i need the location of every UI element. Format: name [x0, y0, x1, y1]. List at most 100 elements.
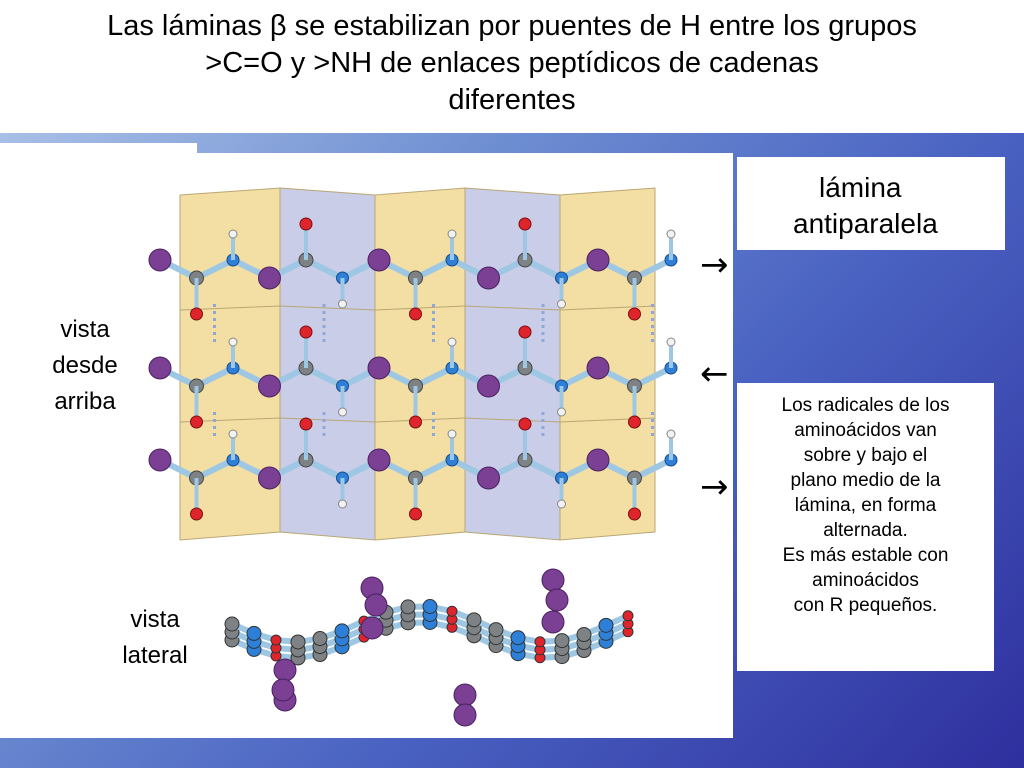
side-atom — [312, 631, 328, 647]
side-chain-atom — [453, 683, 477, 707]
side-chain-atom — [148, 248, 172, 272]
side-chain-atom — [477, 374, 500, 398]
note-line: alternada. — [823, 520, 908, 541]
side-atom — [224, 616, 240, 632]
pleat-divider — [279, 417, 376, 423]
side-chain-atom — [360, 616, 384, 640]
side-chain-atom — [258, 266, 281, 290]
peptide-strands — [148, 217, 678, 521]
oxygen-atom — [518, 417, 532, 431]
hydrogen-atom — [666, 337, 676, 347]
side-chain-atom — [148, 448, 172, 472]
note-line: aminoácidos van — [794, 420, 937, 441]
side-atom — [576, 627, 592, 643]
label-line: desde — [52, 352, 118, 379]
pleat-divider — [559, 305, 656, 311]
oxygen-atom — [190, 307, 203, 321]
slide-title: Las láminas β se estabilizan por puentes… — [0, 8, 1024, 119]
hydrogen-atom — [557, 299, 566, 309]
oxygen-atom — [409, 307, 422, 321]
note-line: Es más estable con — [782, 545, 949, 566]
oxygen-atom — [628, 307, 641, 321]
oxygen-atom — [299, 325, 313, 339]
hydrogen-atom — [338, 499, 347, 509]
side-chain-atom — [477, 266, 500, 290]
side-chain-atom — [586, 356, 610, 380]
side-atom — [466, 612, 482, 628]
sheet-type-box: lámina antiparalela — [737, 157, 1005, 250]
oxygen-atom — [190, 507, 203, 521]
side-view-model — [224, 568, 634, 727]
side-atom — [446, 605, 458, 617]
side-atom — [290, 634, 306, 650]
side-chain-atom — [367, 248, 391, 272]
side-atom — [246, 625, 262, 641]
strand-direction-arrow: ← — [700, 354, 729, 394]
side-atom — [270, 634, 282, 646]
note-line: plano medio de la — [790, 470, 941, 491]
side-chain-atom — [545, 588, 569, 612]
title-line: >C=O y >NH de enlaces peptídicos de cade… — [205, 47, 819, 79]
hydrogen-atom — [447, 337, 457, 347]
label-line: vista — [130, 606, 180, 633]
side-chain-atom — [367, 356, 391, 380]
side-atom — [534, 636, 546, 648]
note-line: sobre y bajo el — [803, 445, 928, 466]
side-chain-atom — [541, 610, 565, 634]
side-atom — [334, 623, 350, 639]
side-atom — [400, 599, 416, 615]
title-line: diferentes — [448, 84, 576, 116]
pleat-divider — [279, 305, 376, 311]
sheet-type-label: lámina — [819, 172, 902, 203]
side-atom — [422, 599, 438, 615]
oxygen-atom — [628, 507, 641, 521]
note-line: Los radicales de los — [781, 395, 950, 416]
oxygen-atom — [518, 325, 532, 339]
sheet-pleat — [279, 187, 376, 541]
hydrogen-atom — [557, 499, 566, 509]
side-atom — [598, 617, 614, 633]
side-atom — [554, 633, 570, 649]
sheet-pleat — [464, 187, 561, 541]
hydrogen-atom — [447, 229, 457, 239]
label-line: vista — [60, 316, 110, 343]
figure-panel-tab — [0, 143, 197, 155]
label-line: arriba — [54, 388, 116, 415]
pleat-divider — [464, 305, 561, 311]
oxygen-atom — [628, 415, 641, 429]
strand-direction-arrow: → — [700, 467, 729, 507]
note-line: lámina, en forma — [794, 495, 937, 516]
sheet-type-label: antiparalela — [793, 208, 938, 239]
side-chain-atom — [453, 703, 477, 727]
side-chain-atom — [258, 466, 281, 490]
hydrogen-atom — [447, 429, 457, 439]
hydrogen-atom — [338, 299, 347, 309]
strand-direction-arrow: → — [700, 245, 729, 285]
side-view-label: vista lateral — [100, 602, 210, 674]
hydrogen-atom — [228, 337, 238, 347]
side-chain-atom — [477, 466, 500, 490]
top-view-label: vista desde arriba — [30, 312, 140, 420]
hydrogen-atom — [557, 407, 566, 417]
title-line: Las láminas β se estabilizan por puentes… — [107, 10, 917, 42]
hydrogen-atom — [666, 229, 676, 239]
oxygen-atom — [299, 417, 313, 431]
hydrogen-atom — [228, 429, 238, 439]
explanation-box: Los radicales de los aminoácidos van sob… — [737, 383, 994, 671]
oxygen-atom — [409, 415, 422, 429]
hydrogen-atom — [338, 407, 347, 417]
note-line: con R pequeños. — [793, 595, 938, 616]
side-atom — [488, 622, 504, 638]
oxygen-atom — [190, 415, 203, 429]
side-chain-atom — [367, 448, 391, 472]
hydrogen-atom — [666, 429, 676, 439]
side-chain-atom — [364, 593, 388, 617]
label-line: lateral — [122, 642, 188, 669]
hydrogen-atom — [228, 229, 238, 239]
side-chain-atom — [258, 374, 281, 398]
pleat-divider — [374, 305, 466, 311]
oxygen-atom — [409, 507, 422, 521]
side-atom — [510, 630, 526, 646]
side-chain-atom — [148, 356, 172, 380]
